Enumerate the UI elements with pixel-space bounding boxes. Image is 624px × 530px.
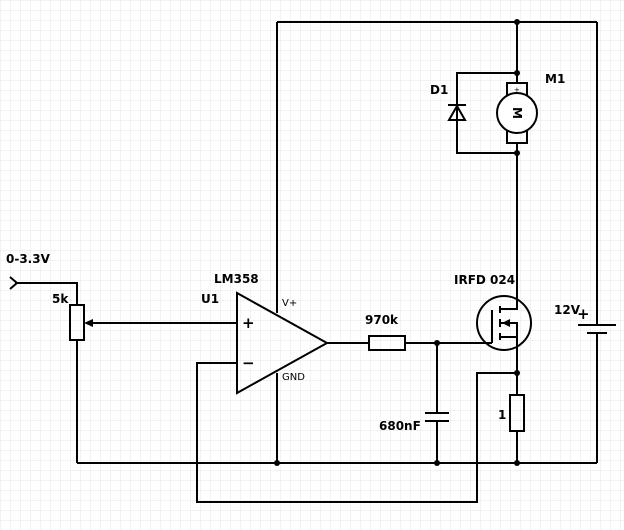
wiper-arrow-icon — [84, 319, 93, 327]
input-port-icon — [9, 276, 19, 290]
mosfet-circle — [476, 295, 532, 351]
opamp-minus-sign: − — [242, 354, 255, 372]
diode-triangle-icon — [447, 103, 467, 121]
wire-input — [15, 282, 78, 305]
potentiometer: 5k — [52, 292, 93, 341]
junctions — [274, 19, 520, 466]
diode-label: D1 — [430, 83, 448, 97]
opamp-triangle — [236, 291, 330, 395]
potentiometer-body — [69, 304, 85, 341]
junction-dot — [514, 370, 520, 376]
junction-dot — [514, 70, 520, 76]
mosfet-label: IRFD 024 — [454, 273, 515, 287]
battery-label: 12V — [554, 303, 581, 317]
mosfet-arrow-icon — [502, 319, 510, 327]
opamp-ref-label: U1 — [201, 292, 219, 306]
wire-feedback — [196, 362, 517, 503]
opamp: + − V+ GND LM358 U1 — [201, 272, 330, 395]
potentiometer-label: 5k — [52, 292, 69, 306]
opamp-gnd-label: GND — [282, 372, 305, 383]
junction-dot — [274, 460, 280, 466]
resistor-970k: 970k — [365, 313, 406, 351]
sense-resistor-label: 1 — [498, 408, 506, 422]
junction-dot — [514, 19, 520, 25]
junction-dot — [434, 340, 440, 346]
opamp-vplus-label: V+ — [282, 298, 297, 309]
battery: 12V + — [554, 303, 616, 334]
mosfet-drain-lead — [500, 303, 518, 310]
sense-resistor-body — [509, 394, 525, 432]
motor-symbol: M — [510, 107, 524, 119]
mosfet: IRFD 024 — [454, 273, 532, 351]
opamp-plus-sign: + — [242, 314, 255, 332]
motor-plus-mark: + — [514, 86, 520, 94]
capacitor: 680nF — [379, 412, 449, 433]
sense-resistor: 1 — [498, 394, 525, 432]
junction-dot — [434, 460, 440, 466]
motor-label: M1 — [545, 72, 565, 86]
motor-icon — [496, 92, 538, 134]
diode: D1 — [430, 83, 467, 121]
resistor-body — [368, 335, 406, 351]
opamp-part-label: LM358 — [214, 272, 259, 286]
wire-diode-loop — [456, 72, 517, 154]
capacitor-label: 680nF — [379, 419, 421, 433]
input-voltage-label: 0-3.3V — [6, 252, 51, 266]
motor: M + M1 — [496, 72, 565, 144]
battery-plus-sign: + — [577, 305, 590, 323]
resistor-label: 970k — [365, 313, 399, 327]
junction-dot — [514, 150, 520, 156]
junction-dot — [514, 460, 520, 466]
